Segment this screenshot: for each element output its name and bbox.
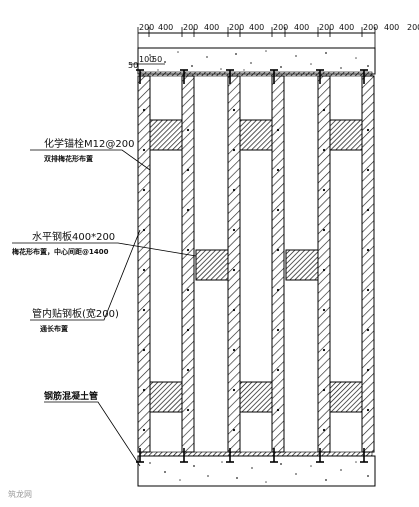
top-dimension-chain: 200 400 200 400 200 400 200 400 200 400 … xyxy=(137,23,419,60)
dim-label: 400 xyxy=(294,23,309,32)
dim-label: 200 xyxy=(183,23,198,32)
bottom-concrete-band xyxy=(137,451,376,487)
label-rc-pipe: 钢筋混凝土管 xyxy=(44,390,98,402)
label-chem-anchor-note: 双排梅花形布置 xyxy=(44,154,93,163)
dim-label: 400 xyxy=(204,23,219,32)
edge-dim-c: 50 xyxy=(152,55,162,64)
leader-lines xyxy=(12,149,197,467)
label-horizontal-plate-note: 梅花形布置，中心间距@1400 xyxy=(12,247,109,256)
edge-dim-b: 100 xyxy=(139,55,154,64)
watermark: 筑龙网 xyxy=(8,490,32,499)
edge-dim-a: 50 xyxy=(128,61,138,70)
bolt-markers xyxy=(136,69,368,463)
dim-label: 200 xyxy=(229,23,244,32)
dim-label: 400 xyxy=(384,23,399,32)
vertical-plates xyxy=(137,75,375,453)
label-inner-plate-note: 通长布置 xyxy=(40,324,68,333)
edge-dimension: 50 100 50 xyxy=(128,55,165,70)
dim-label: 400 xyxy=(249,23,264,32)
dim-label: 200 xyxy=(139,23,154,32)
dim-label: 200 xyxy=(319,23,334,32)
dim-label: 400 xyxy=(158,23,173,32)
dim-label: 200 xyxy=(363,23,378,32)
dim-label: 200 xyxy=(273,23,288,32)
anchor-dots xyxy=(142,108,370,432)
top-concrete-band xyxy=(137,47,376,77)
label-inner-plate: 管内贴钢板(宽200) xyxy=(32,307,119,320)
dim-label: 400 xyxy=(339,23,354,32)
label-horizontal-plate: 水平钢板400*200 xyxy=(32,230,115,243)
horizontal-plates xyxy=(149,119,363,413)
label-chem-anchor: 化学锚栓M12@200 xyxy=(44,137,134,150)
dim-label: 200 xyxy=(407,23,419,32)
